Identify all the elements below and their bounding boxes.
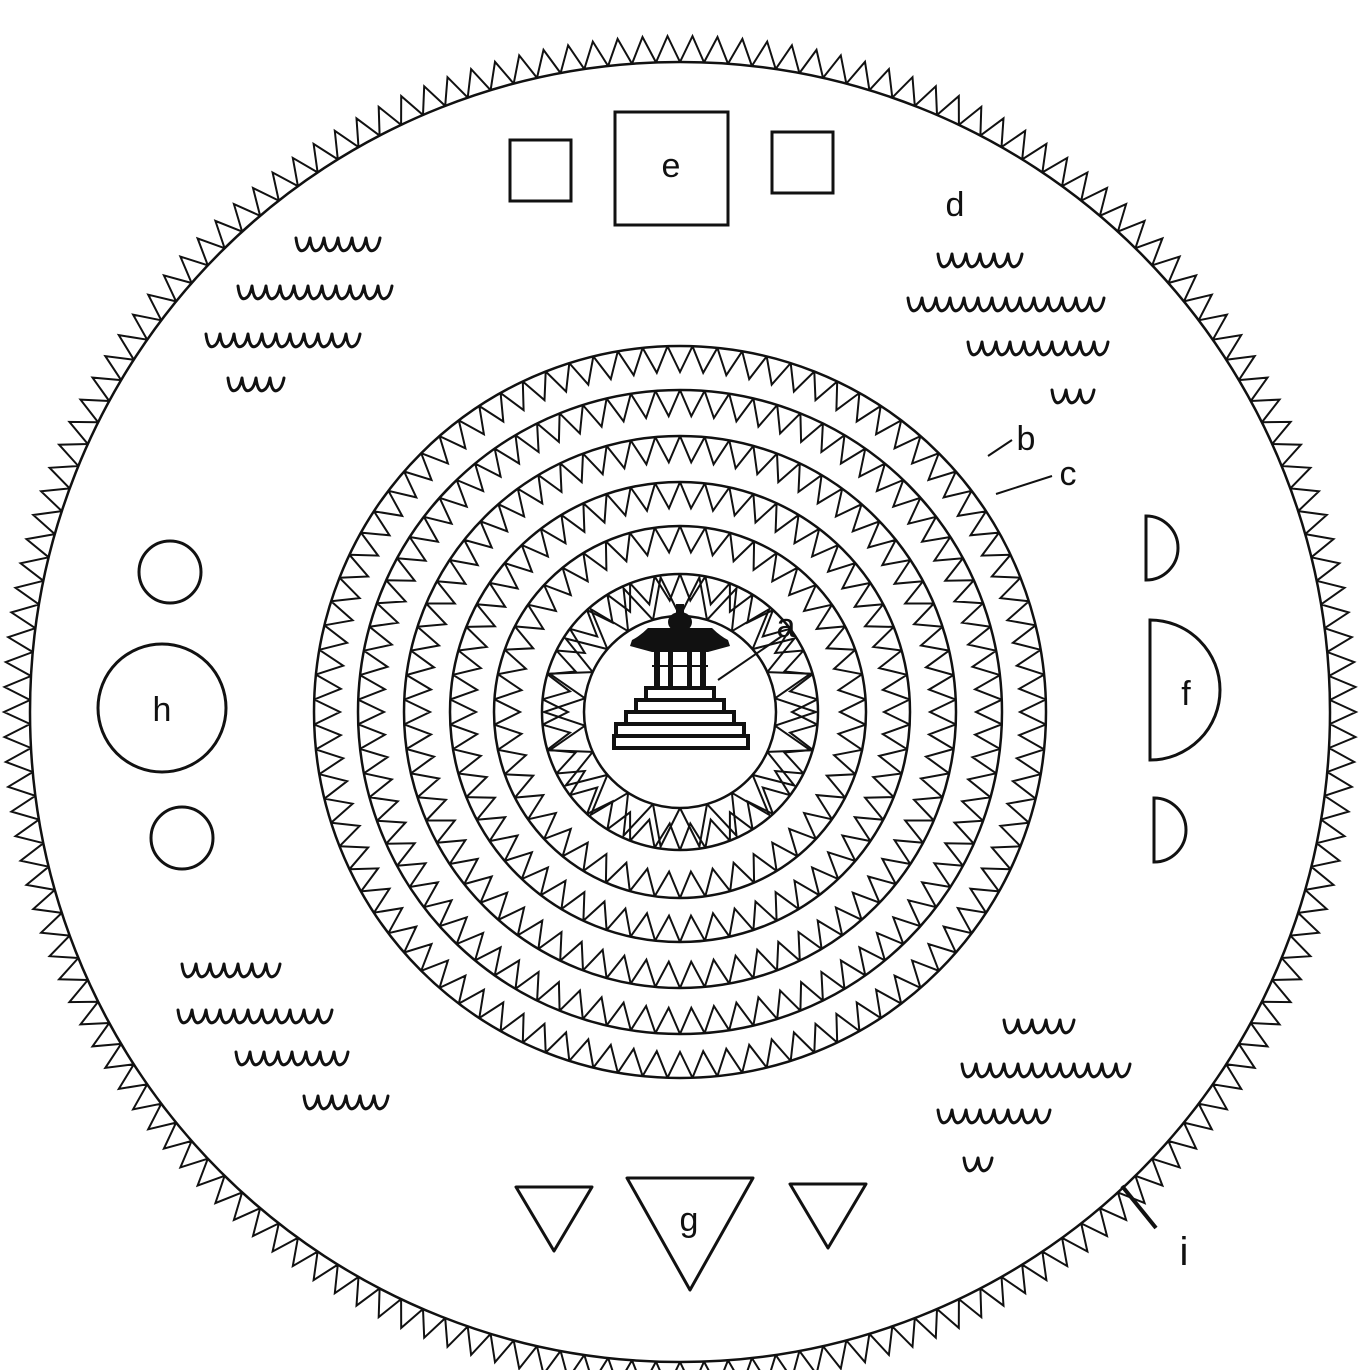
label-d: d — [946, 188, 965, 222]
triangle-small-right — [790, 1184, 866, 1248]
label-a: a — [777, 609, 796, 643]
concentric-rings — [4, 36, 1356, 1370]
triangle-small-left — [516, 1187, 592, 1251]
wave-row-1-4 — [228, 378, 284, 391]
label-f: f — [1181, 677, 1190, 711]
square-small-left — [510, 140, 571, 201]
label-i: i — [1180, 1232, 1189, 1272]
wave-row-4-1 — [1004, 1020, 1074, 1033]
wave-row-3-3 — [236, 1052, 348, 1065]
label-g: g — [680, 1203, 699, 1237]
wave-row-2-4 — [1052, 390, 1094, 403]
half-circle-small-bottom — [1154, 798, 1186, 862]
wave-row-4-4 — [964, 1158, 992, 1171]
wave-row-2-1 — [938, 254, 1022, 267]
label-b: b — [1017, 422, 1036, 456]
wave-row-3-1 — [182, 964, 280, 977]
wave-row-2-3 — [968, 342, 1108, 355]
leader-i — [1122, 1186, 1156, 1228]
wave-row-2-2 — [908, 298, 1104, 311]
wave-row-3-4 — [304, 1096, 388, 1109]
leader-c — [996, 476, 1052, 494]
leader-b — [988, 440, 1012, 456]
circle-small-top — [139, 541, 201, 603]
circle-small-bottom — [151, 807, 213, 869]
label-h: h — [153, 693, 172, 727]
wave-row-4-3 — [938, 1110, 1050, 1123]
pagoda-icon — [614, 604, 748, 748]
label-e: e — [662, 149, 681, 183]
outer-border-teeth — [4, 36, 1356, 1370]
square-small-right — [772, 132, 833, 193]
half-circle-small-top — [1146, 516, 1178, 580]
wave-row-4-2 — [962, 1064, 1130, 1077]
wave-row-1-2 — [238, 286, 392, 299]
wave-row-3-2 — [178, 1010, 332, 1023]
wave-row-1-3 — [206, 334, 360, 347]
wave-row-1-1 — [296, 238, 380, 251]
label-c: c — [1060, 457, 1077, 491]
